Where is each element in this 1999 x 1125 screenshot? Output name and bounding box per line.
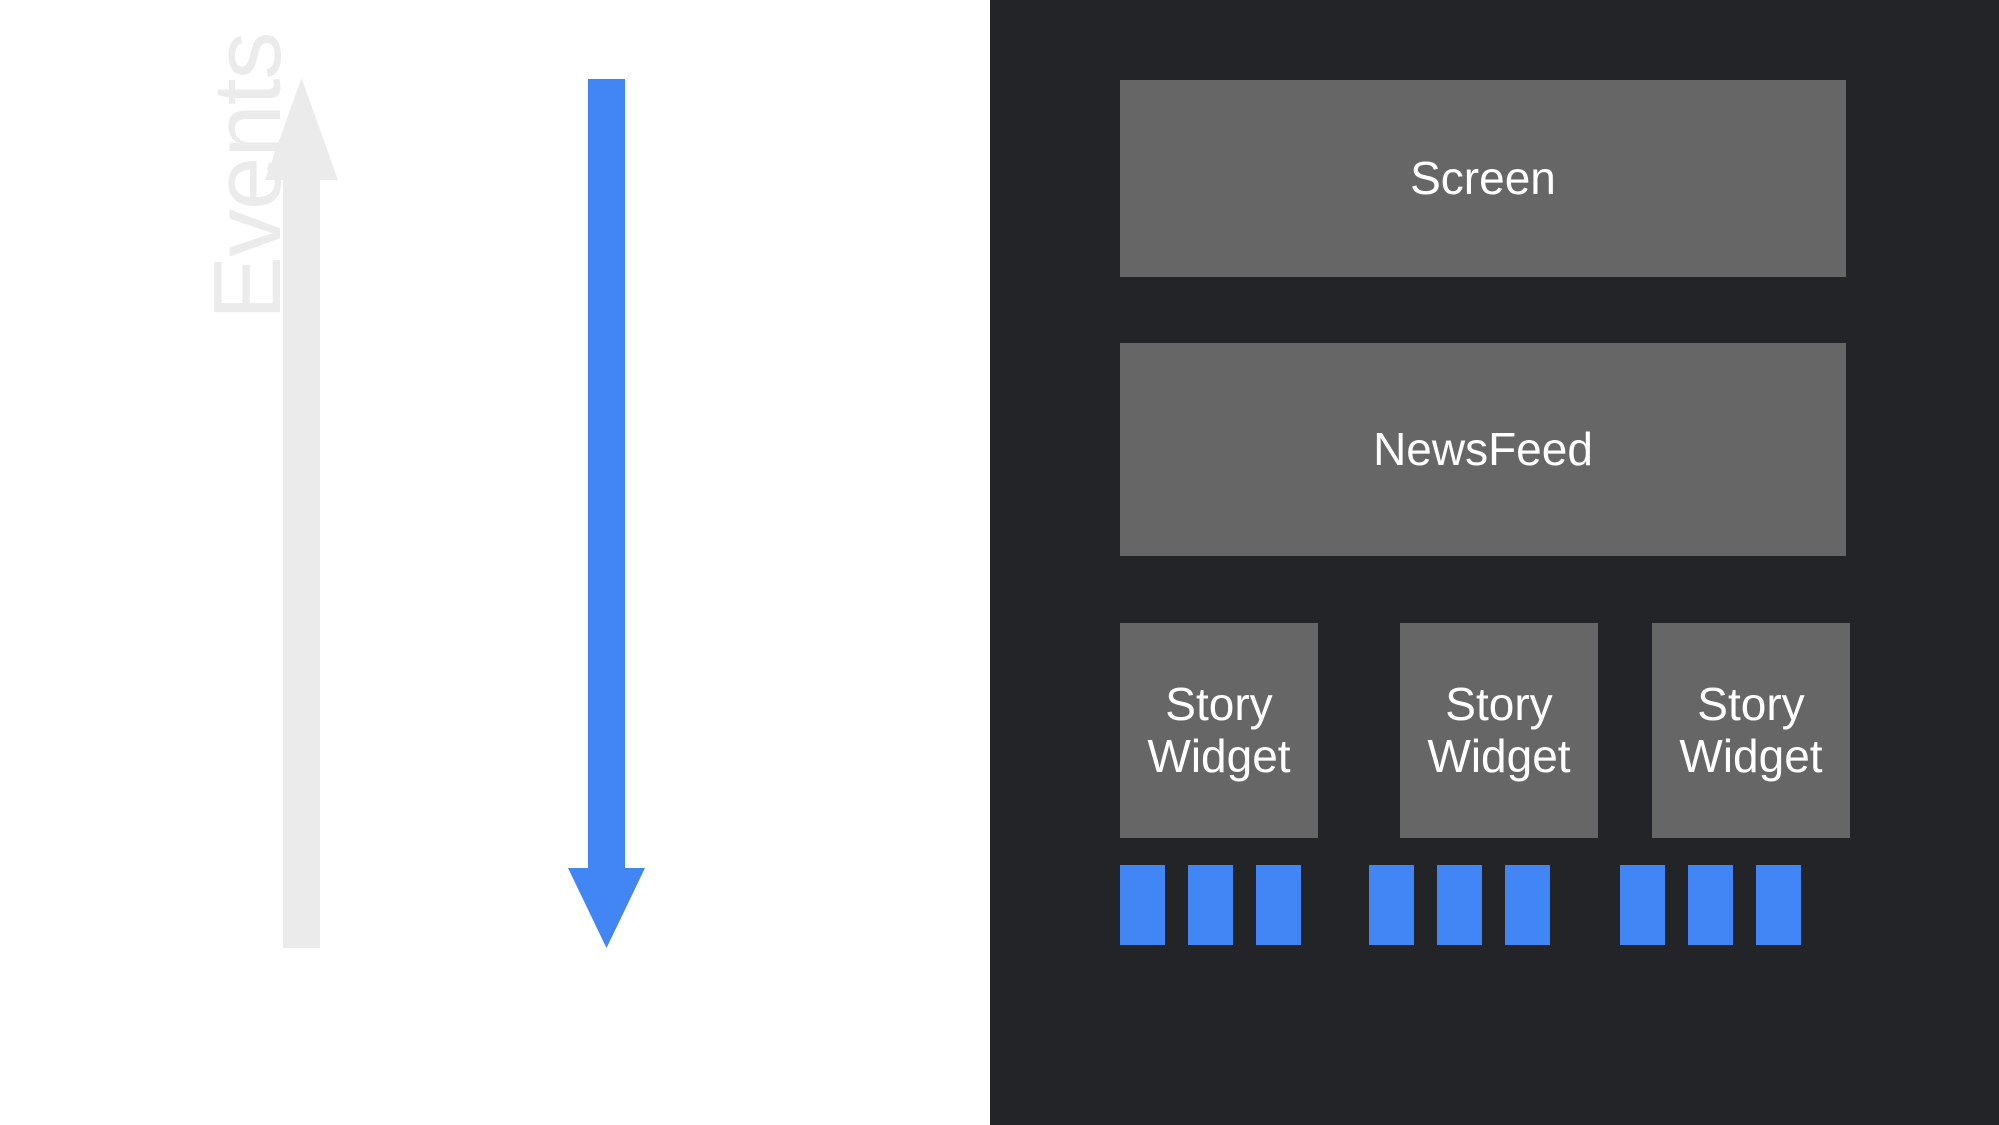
data-bar bbox=[1369, 865, 1414, 945]
data-arrow-group: Data bbox=[480, 0, 1186, 1125]
data-bar bbox=[1620, 865, 1665, 945]
data-bar bbox=[1505, 865, 1550, 945]
events-arrow-group: Events bbox=[0, 0, 420, 1125]
data-bar bbox=[1120, 865, 1165, 945]
data-bar bbox=[1756, 865, 1801, 945]
data-arrow-icon bbox=[568, 79, 645, 948]
story-widget-node[interactable]: Story Widget bbox=[1400, 623, 1598, 838]
events-arrow-label: Events bbox=[194, 32, 301, 320]
screen-node[interactable]: Screen bbox=[1120, 80, 1846, 277]
architecture-panel: Screen NewsFeed Story Widget Story Widge… bbox=[990, 0, 1999, 1125]
flow-panel: Events Data bbox=[0, 0, 1186, 1125]
story-widget-node[interactable]: Story Widget bbox=[1652, 623, 1850, 838]
screen-node-label: Screen bbox=[1410, 151, 1556, 204]
data-bar bbox=[1256, 865, 1301, 945]
data-bar bbox=[1688, 865, 1733, 945]
events-arrow-icon bbox=[265, 78, 338, 948]
newsfeed-node[interactable]: NewsFeed bbox=[1120, 343, 1846, 556]
story-widget-node[interactable]: Story Widget bbox=[1120, 623, 1318, 838]
data-bar bbox=[1437, 865, 1482, 945]
data-bar bbox=[1188, 865, 1233, 945]
newsfeed-node-label: NewsFeed bbox=[1373, 422, 1593, 475]
